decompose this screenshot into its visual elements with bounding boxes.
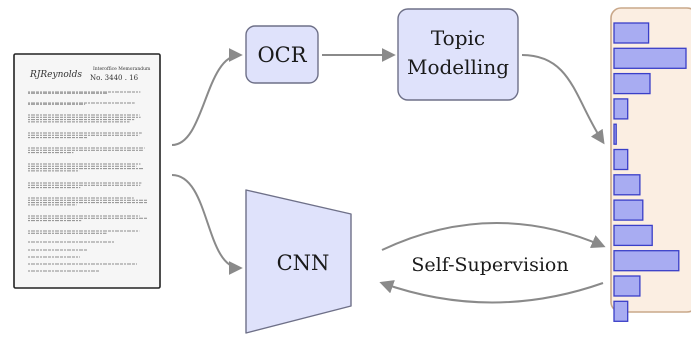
self-supervision-label: Self-Supervision [411,254,568,276]
topic-histogram [613,22,687,322]
document-logo: RJReynolds [29,70,82,80]
arrow-topic-to-histogram [521,54,605,145]
arrow-histogram-to-cnn [379,280,604,304]
ocr-label: OCR [257,43,307,67]
arrow-doc-to-cnn [171,174,243,275]
ocr-node [245,25,319,84]
document-number: No. 3440 . 16 [90,74,139,82]
histogram-bar [613,250,680,272]
histogram-bar [613,174,641,196]
histogram-bar [613,148,629,171]
arrow-doc-to-ocr [171,48,243,146]
histogram-bar [613,275,641,297]
cnn-node [245,189,352,334]
topic-modelling-label-line1: Topic [431,26,485,50]
histogram-bar [613,199,644,221]
document-header: Interoffice Memorandum [93,66,151,72]
document-text-lines [28,91,148,272]
histogram-bar [613,22,650,44]
histogram-bar [613,300,629,322]
arrow-cnn-to-histogram [381,222,606,251]
document-scan: RJReynolds Interoffice Memorandum No. 34… [13,53,161,289]
histogram-bar [613,224,653,247]
histogram-bar [613,47,687,69]
cnn-label: CNN [277,251,330,275]
topic-modelling-node [397,8,519,101]
histogram-bar [613,98,629,120]
topic-modelling-label-line2: Modelling [407,55,509,79]
histogram-bar [613,123,617,145]
histogram-bar [613,72,651,95]
document-page [13,53,161,289]
